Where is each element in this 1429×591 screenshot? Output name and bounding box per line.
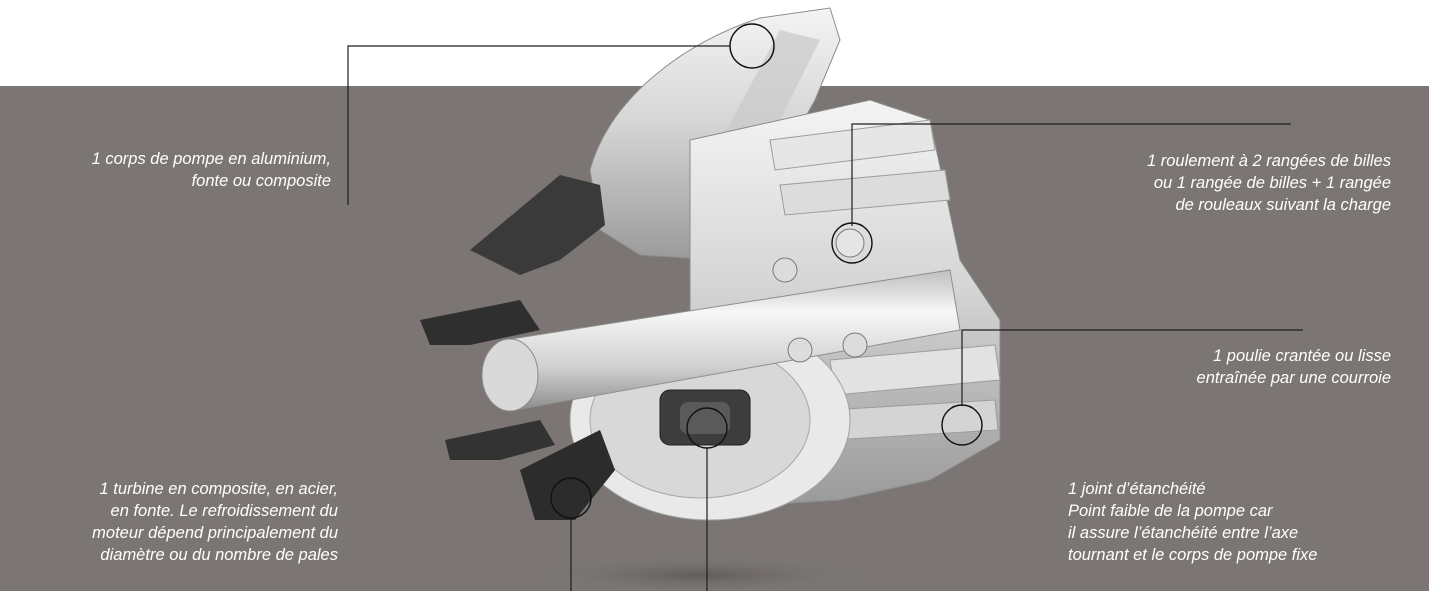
bearing-ball — [835, 228, 865, 258]
label-line: entraînée par une courroie — [1196, 369, 1391, 387]
callout-circle-pump-body — [729, 23, 775, 69]
callout-circle-turbine — [550, 477, 592, 519]
label-line: tournant et le corps de pompe fixe — [1068, 546, 1318, 564]
leader-line-pump-body — [347, 45, 730, 205]
leader-line-bearing — [851, 123, 1291, 226]
label-line: 1 joint d’étanchéité — [1068, 480, 1206, 498]
bearing-ball — [842, 332, 868, 358]
callout-circle-bearing — [831, 222, 873, 264]
label-line: ou 1 rangée de billes + 1 rangée — [1153, 174, 1391, 192]
callout-circle-pulley — [941, 404, 983, 446]
label-line: Point faible de la pompe car — [1068, 502, 1273, 520]
turbine-blade-shape — [470, 175, 605, 275]
label-line: il assure l’étanchéité entre l’axe — [1068, 524, 1299, 542]
label-line: moteur dépend principalement du — [92, 524, 338, 542]
label-line: diamètre ou du nombre de pales — [100, 546, 338, 564]
label-line: 1 poulie crantée ou lisse — [1213, 347, 1391, 365]
label-line: de rouleaux suivant la charge — [1175, 196, 1391, 214]
floor-shadow — [530, 557, 870, 591]
label-turbine: 1 turbine en composite, en acier, en fon… — [92, 478, 338, 566]
label-line: fonte ou composite — [191, 172, 331, 190]
label-line: 1 corps de pompe en aluminium, — [91, 150, 331, 168]
leader-line-pulley — [961, 329, 1303, 406]
callout-circle-seal — [686, 407, 728, 449]
label-line: en fonte. Le refroidissement du — [110, 502, 338, 520]
label-pulley: 1 poulie crantée ou lisse entraînée par … — [1197, 345, 1391, 389]
label-pump-body: 1 corps de pompe en aluminium, fonte ou … — [92, 148, 331, 192]
label-seal: 1 joint d’étanchéité Point faible de la … — [1068, 478, 1317, 566]
bearing-ball — [787, 337, 813, 363]
label-line: 1 roulement à 2 rangées de billes — [1147, 152, 1391, 170]
label-bearing: 1 roulement à 2 rangées de billes ou 1 r… — [1147, 150, 1391, 216]
label-line: 1 turbine en composite, en acier, — [99, 480, 338, 498]
bearing-ball — [772, 257, 798, 283]
